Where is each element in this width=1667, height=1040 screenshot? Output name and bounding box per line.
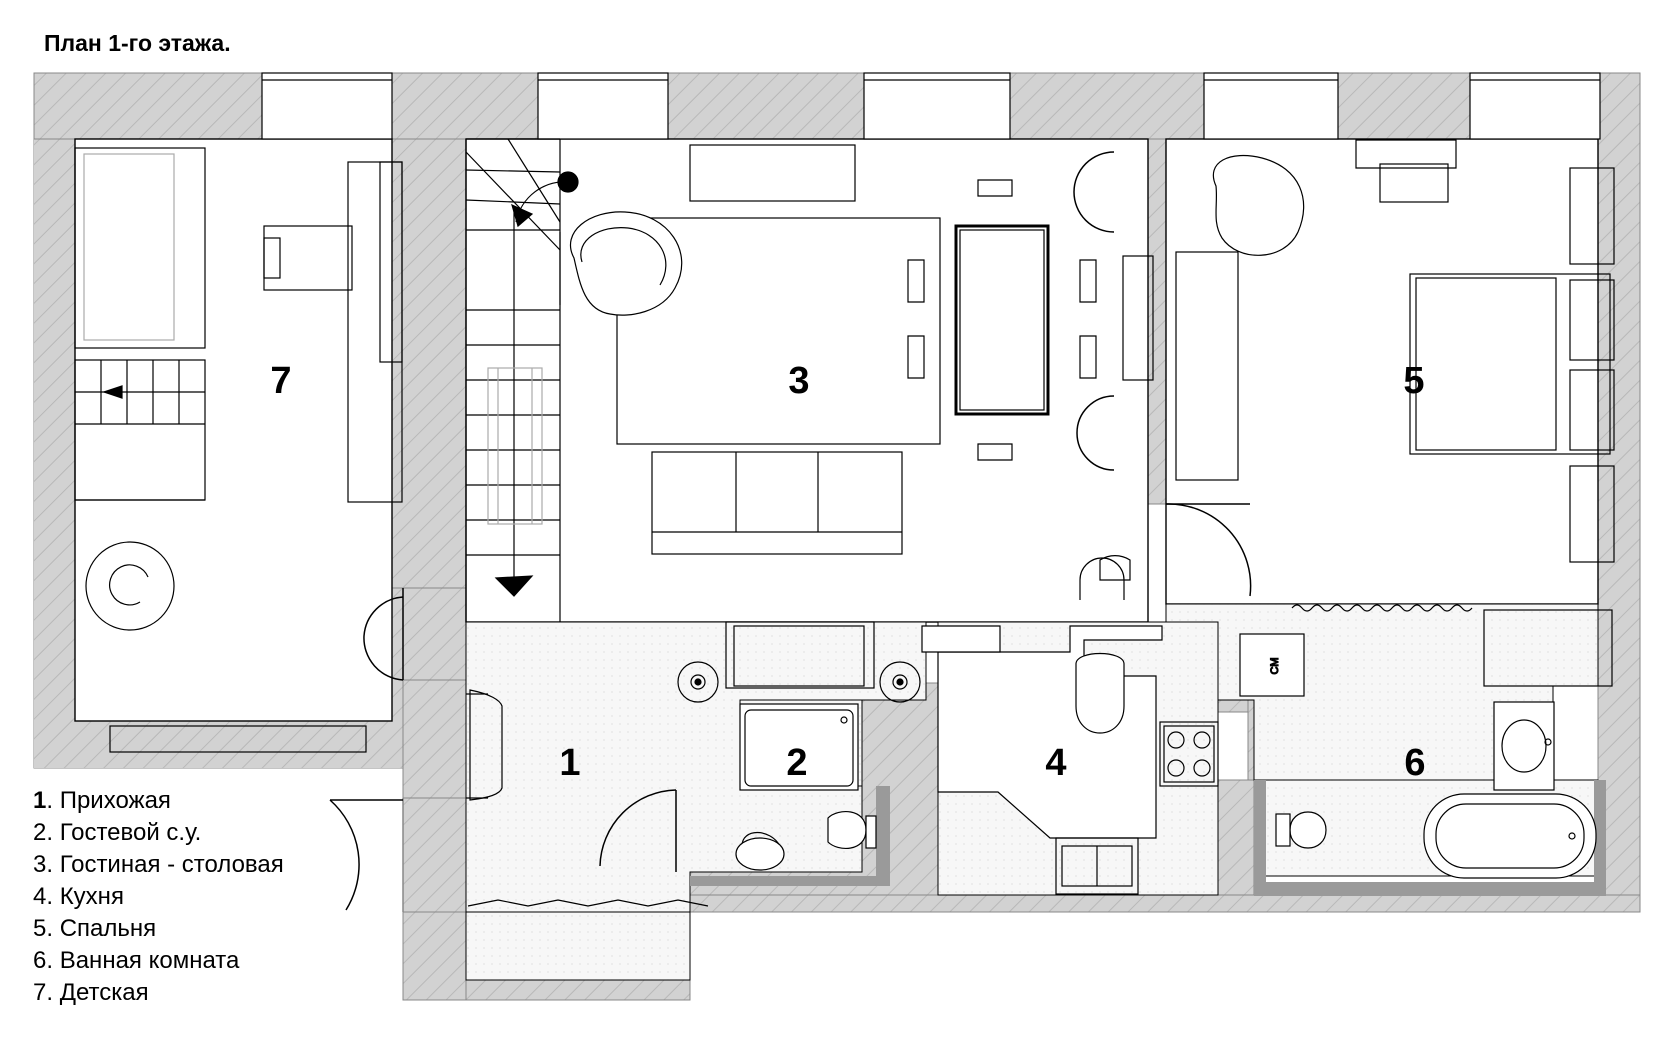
stairs xyxy=(465,138,579,622)
legend-item: 2. Гостевой с.у. xyxy=(33,819,202,846)
room-label-7: 7 xyxy=(270,360,291,402)
room-label-2: 2 xyxy=(786,742,807,784)
plan-title: План 1-го этажа. xyxy=(44,30,231,56)
legend-item: 3. Гостиная - столовая xyxy=(33,851,284,878)
legend-item: 1. Прихожая xyxy=(33,787,171,814)
room-5-furniture xyxy=(1175,139,1615,687)
room-labels: 7 3 5 1 2 4 6 xyxy=(270,360,1425,784)
room-label-5: 5 xyxy=(1403,360,1424,402)
room-6-furniture: СМ xyxy=(1239,633,1597,879)
room-label-6: 6 xyxy=(1404,742,1425,784)
legend-item: 7. Детская xyxy=(33,979,149,1006)
bathroom-walls xyxy=(690,780,1606,896)
legend-item: 4. Кухня xyxy=(33,883,124,910)
legend-item: 6. Ванная комната xyxy=(33,947,240,974)
room-1-furniture xyxy=(466,621,921,907)
room-7-furniture xyxy=(74,147,403,753)
room-4-furniture xyxy=(921,557,1219,895)
room-2-furniture xyxy=(735,703,877,871)
room-label-4: 4 xyxy=(1045,742,1066,784)
room-legend: 1. Прихожая 2. Гостевой с.у. 3. Гостиная… xyxy=(33,785,284,1009)
washer-label: СМ xyxy=(1269,658,1281,675)
room-label-1: 1 xyxy=(559,742,580,784)
floors xyxy=(74,138,1599,981)
room-label-3: 3 xyxy=(788,360,809,402)
windows xyxy=(261,72,1601,140)
doors xyxy=(329,151,1252,912)
legend-item: 5. Спальня xyxy=(33,915,157,942)
room-3-furniture xyxy=(569,144,1154,581)
